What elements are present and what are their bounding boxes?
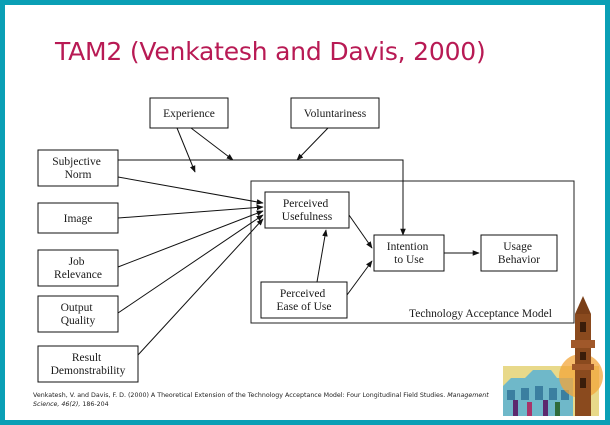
usage-behavior-box bbox=[480, 234, 558, 272]
tam2-diagram: Technology Acceptance Model Experience V… bbox=[37, 97, 575, 383]
result-demonstrability-label: Result Demonstrability bbox=[51, 352, 126, 377]
tam-label: Technology Acceptance Model bbox=[409, 308, 552, 320]
usage-behavior-label: Usage Behavior bbox=[498, 241, 540, 266]
image-box bbox=[37, 202, 119, 234]
intention-to-use-label: Intention to Use bbox=[387, 241, 431, 266]
job-relevance-box bbox=[37, 249, 119, 287]
arrow-output-quality-to-usefulness bbox=[117, 214, 264, 314]
university-logo bbox=[503, 296, 603, 416]
image-label: Image bbox=[64, 213, 93, 225]
arrow-usefulness-to-intention bbox=[348, 214, 373, 249]
arrow-ease-to-usefulness bbox=[316, 229, 328, 283]
slide: TAM2 (Venkatesh and Davis, 2000) Technol… bbox=[5, 5, 605, 420]
voluntariness-box bbox=[290, 97, 380, 129]
arrow-norm-to-intention bbox=[118, 159, 406, 236]
arrow-norm-to-usefulness bbox=[117, 176, 264, 205]
arrow-experience-to-norm-intention bbox=[190, 127, 234, 161]
experience-box bbox=[149, 97, 229, 129]
subjective-norm-box bbox=[37, 149, 119, 187]
tam-boundary bbox=[250, 180, 575, 324]
arrow-ease-to-intention bbox=[346, 260, 373, 296]
job-relevance-label: Job Relevance bbox=[54, 256, 102, 281]
arrow-experience-to-norm-pu bbox=[176, 127, 196, 173]
citation-main: Venkatesh, V. and Davis, F. D. (2000) A … bbox=[33, 392, 446, 399]
output-quality-label: Output Quality bbox=[61, 302, 96, 327]
arrow-demonstrability-to-usefulness bbox=[137, 218, 264, 356]
citation-pages: 186-204 bbox=[82, 401, 109, 408]
voluntariness-label: Voluntariness bbox=[304, 108, 367, 120]
slide-title: TAM2 (Venkatesh and Davis, 2000) bbox=[55, 37, 486, 66]
perceived-ease-of-use-box bbox=[260, 281, 348, 319]
arrow-image-to-usefulness bbox=[117, 204, 264, 219]
experience-label: Experience bbox=[163, 108, 215, 120]
citation-journal: Management Science, 46(2), bbox=[33, 392, 489, 408]
connectors bbox=[117, 127, 480, 356]
subjective-norm-label: Subjective Norm bbox=[52, 156, 103, 181]
arrow-job-relevance-to-usefulness bbox=[117, 210, 264, 268]
intention-to-use-box bbox=[373, 234, 445, 272]
perceived-ease-of-use-label: Perceived Ease of Use bbox=[277, 288, 332, 313]
perceived-usefulness-box bbox=[264, 191, 350, 229]
output-quality-box bbox=[37, 295, 119, 333]
arrow-voluntariness-to-norm-intention bbox=[296, 127, 329, 161]
citation: Venkatesh, V. and Davis, F. D. (2000) A … bbox=[33, 391, 493, 409]
result-demonstrability-box bbox=[37, 345, 139, 383]
perceived-usefulness-label: Perceived Usefulness bbox=[282, 198, 333, 223]
